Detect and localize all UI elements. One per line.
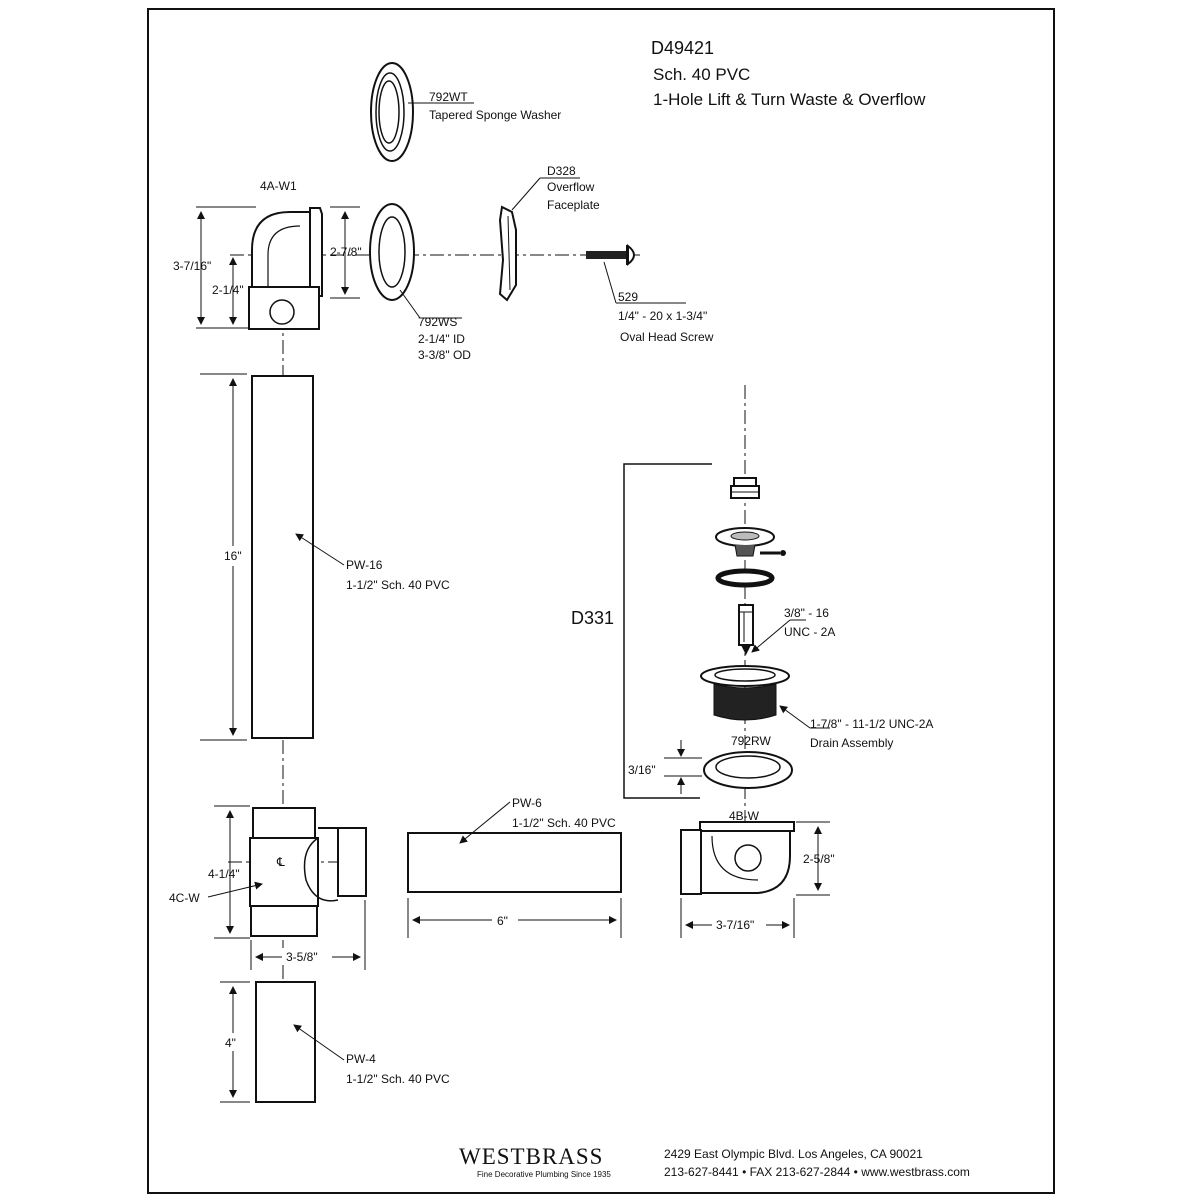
tee-code: 4C-W	[169, 891, 200, 905]
brand-logo: WESTBRASS	[459, 1144, 603, 1169]
stem-leader	[751, 619, 791, 653]
shoe-outlet-socket	[680, 829, 702, 895]
elbow-flange	[309, 207, 323, 297]
elbow-body	[251, 211, 313, 291]
d331-bracket	[623, 463, 712, 799]
washer-ws-code: 792WS	[418, 315, 457, 329]
tee-leader	[207, 881, 263, 898]
washer-792ws: 2-7/8" 792WS 2-1/4" ID 3-3/8" OD	[330, 203, 471, 362]
description-line: 1-Hole Lift & Turn Waste & Overflow	[653, 90, 926, 109]
tee-side-socket	[337, 827, 367, 897]
shoe-height-dim: 2-5/8"	[803, 852, 835, 866]
tee-bottom-socket	[250, 905, 318, 937]
overflow-faceplate-d328: D328 Overflow Faceplate	[498, 164, 600, 302]
drain-washer-code: 792RW	[731, 734, 771, 748]
shoe-port	[734, 844, 762, 872]
pipe-pw6-code: PW-6	[512, 796, 542, 810]
pipe-pw16-body	[251, 375, 314, 739]
washer-ws-id: 2-1/4" ID	[418, 332, 465, 346]
overflow-elbow-4aw1: 4A-W1 3-7/16" 2-1/4"	[173, 179, 323, 330]
tee-center-mark: ℄	[276, 855, 285, 869]
pipe-pw16-length: 16"	[224, 549, 242, 563]
elbow-center-dim: 2-1/4"	[212, 283, 244, 297]
company-address: 2429 East Olympic Blvd. Los Angeles, CA …	[664, 1147, 923, 1161]
washer-ws-leader	[399, 289, 421, 319]
pipe-pw6-length: 6"	[497, 914, 508, 928]
pipe-pw4-leader	[293, 1024, 345, 1061]
washer-mid	[375, 72, 405, 152]
washer-792wt-desc: Tapered Sponge Washer	[429, 108, 561, 122]
elbow-height-dim: 3-7/16"	[173, 259, 211, 273]
washer-ws-outer	[369, 203, 415, 301]
stopper-cap	[730, 477, 760, 499]
screw-code: 529	[618, 290, 638, 304]
title-block: D49421 Sch. 40 PVC 1-Hole Lift & Turn Wa…	[651, 38, 926, 109]
washer-ws-dim: 2-7/8"	[330, 245, 362, 259]
company-contact: 213-627-8441 • FAX 213-627-2844 • www.we…	[664, 1165, 970, 1179]
screw-shank	[586, 251, 628, 259]
shoe-inner-curve	[711, 835, 759, 881]
oval-head-screw-529: 529 1/4" - 20 x 1-3/4" Oval Head Screw	[586, 243, 714, 344]
drain-body	[700, 665, 790, 721]
stem-class: UNC - 2A	[784, 625, 835, 639]
washer-inner	[378, 80, 400, 144]
faceplate-leader	[511, 177, 541, 211]
pipe-pw16-leader	[295, 533, 345, 566]
tee-width-dim: 3-5/8"	[286, 950, 318, 964]
pipe-pw16: 16" PW-16 1-1/2" Sch. 40 PVC	[200, 373, 450, 741]
footer: WESTBRASS Fine Decorative Plumbing Since…	[459, 1144, 970, 1179]
shoe-code: 4B-W	[729, 809, 760, 823]
material-line: Sch. 40 PVC	[653, 65, 750, 84]
d331-code: D331	[571, 608, 614, 628]
washer-ws-od: 3-3/8" OD	[418, 348, 471, 362]
pipe-pw16-code: PW-16	[346, 558, 383, 572]
brand-tagline: Fine Decorative Plumbing Since 1935	[477, 1170, 611, 1179]
pipe-pw6-leader	[459, 801, 511, 844]
washer-792wt-code: 792WT	[429, 90, 468, 104]
elbow-inner-curve	[267, 225, 301, 290]
tapered-sponge-washer-792wt: 792WT Tapered Sponge Washer	[370, 62, 561, 162]
screw-head	[627, 243, 635, 267]
pipe-pw4: 4" PW-4 1-1/2" Sch. 40 PVC	[220, 981, 450, 1103]
pipe-pw6-body	[407, 832, 622, 893]
washer-ws-inner	[378, 216, 406, 288]
drain-washer-792rw: 792RW 3/16"	[628, 734, 793, 794]
elbow-port	[269, 299, 295, 325]
stem-thread: 3/8" - 16	[784, 606, 829, 620]
threaded-stem	[738, 604, 754, 655]
washer-outer	[370, 62, 414, 162]
faceplate-line2: Faceplate	[547, 198, 600, 212]
screw-size: 1/4" - 20 x 1-3/4"	[618, 309, 707, 323]
pipe-pw4-body	[255, 981, 316, 1103]
stopper-disc	[715, 527, 786, 557]
drain-washer-dim: 3/16"	[628, 763, 656, 777]
pipe-pw16-desc: 1-1/2" Sch. 40 PVC	[346, 578, 450, 592]
pipe-pw4-code: PW-4	[346, 1052, 376, 1066]
faceplate-shape	[498, 205, 517, 302]
drain-assembly-d331: D331 3/8" - 16 UNC - 2A	[571, 463, 933, 799]
tee-height-dim: 4-1/4"	[208, 867, 240, 881]
body-desc: Drain Assembly	[810, 736, 893, 750]
screw-leader	[603, 261, 617, 304]
pipe-pw6-desc: 1-1/2" Sch. 40 PVC	[512, 816, 616, 830]
waste-tee-4cw: ℄ 4-1/4" 3-5/8" 4C-W	[169, 805, 367, 970]
pipe-pw4-desc: 1-1/2" Sch. 40 PVC	[346, 1072, 450, 1086]
faceplate-line1: Overflow	[547, 180, 595, 194]
drain-o-ring	[715, 568, 775, 588]
screw-desc: Oval Head Screw	[620, 330, 714, 344]
tee-side-branch	[303, 837, 339, 902]
tee-top-socket	[252, 807, 316, 839]
elbow-4aw1-code: 4A-W1	[260, 179, 297, 193]
body-thread: 1-7/8" - 11-1/2 UNC-2A	[810, 717, 933, 731]
shoe-top-flange	[699, 821, 795, 832]
model-number: D49421	[651, 38, 714, 58]
drain-shoe-4bw: 4B-W 2-5/8" 3-7/16"	[680, 809, 835, 938]
pipe-pw4-length: 4"	[225, 1036, 236, 1050]
pipe-pw6: PW-6 1-1/2" Sch. 40 PVC 6"	[407, 796, 622, 938]
faceplate-code: D328	[547, 164, 576, 178]
shoe-width-dim: 3-7/16"	[716, 918, 754, 932]
body-leader	[779, 705, 811, 729]
